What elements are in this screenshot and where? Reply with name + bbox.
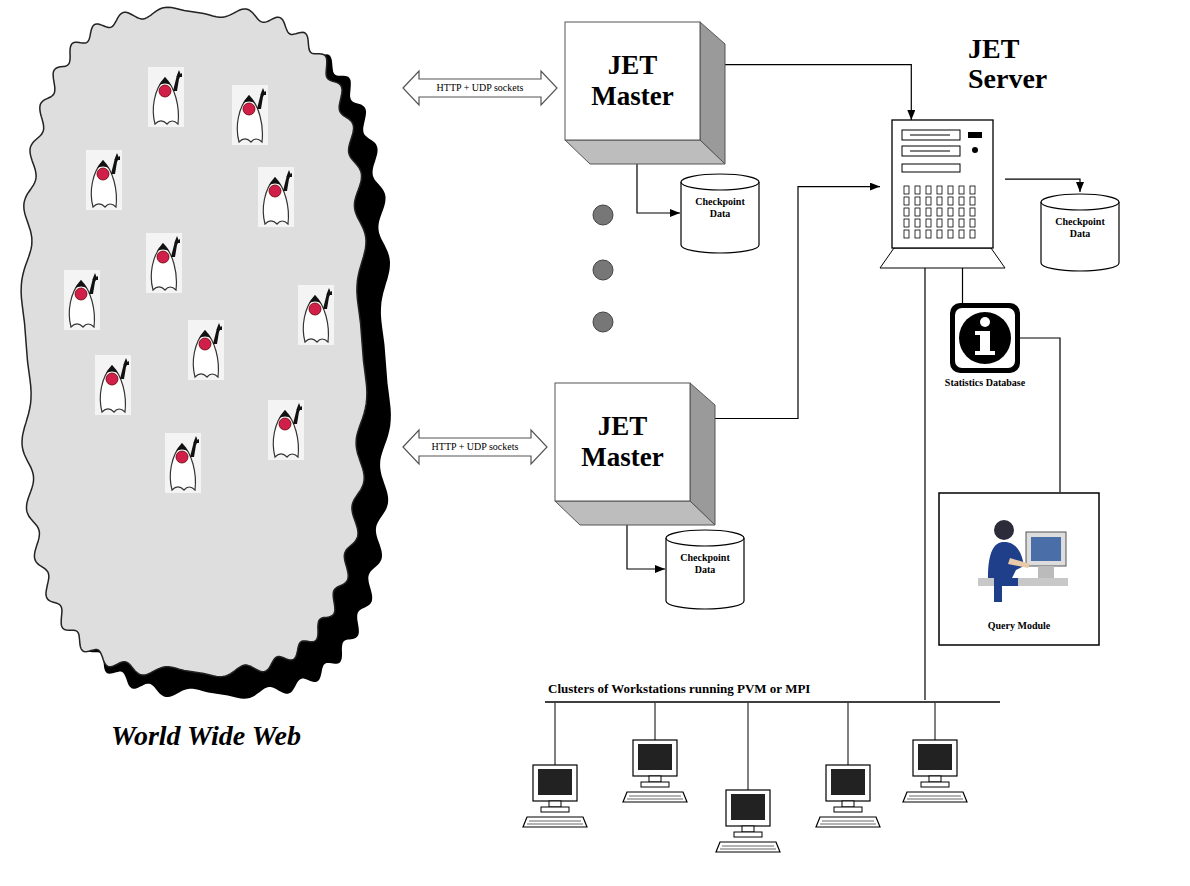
master-box: JET Master — [565, 22, 725, 164]
connector-line — [637, 164, 680, 213]
connector-line — [1020, 338, 1060, 492]
network-bus — [545, 700, 1000, 703]
java-mascot — [188, 320, 224, 380]
server-node: JET Server — [880, 120, 1005, 268]
java-mascot — [258, 167, 294, 227]
workstation-icon — [903, 740, 967, 802]
workstation-icon — [523, 765, 587, 827]
cloud-region: World Wide Web — [14, 0, 398, 718]
java-mascot — [64, 270, 100, 330]
workstation-cluster: Clusters of Workstations running PVM or … — [545, 700, 1000, 703]
java-mascot — [232, 85, 268, 145]
cloud-shape — [14, 0, 398, 718]
checkpoint-db: Checkpoint Data — [665, 528, 745, 610]
workstation-icon — [716, 790, 780, 852]
java-mascot — [95, 355, 131, 415]
node-label: Query Module — [938, 620, 1100, 632]
continuation-dot — [593, 312, 613, 332]
master-box: JET Master — [555, 383, 715, 525]
node-label: Checkpoint Data — [689, 196, 751, 220]
workstation-icon — [623, 740, 687, 802]
checkpoint-db: Checkpoint Data — [680, 172, 760, 254]
java-mascot — [268, 400, 304, 460]
statistics-db: Statistics Database — [950, 303, 1020, 373]
node-label: Checkpoint Data — [1049, 216, 1111, 240]
node-label: JET Master — [555, 383, 690, 501]
java-mascot — [146, 233, 182, 293]
node-label: Checkpoint Data — [674, 552, 736, 576]
edge-label: HTTP + UDP sockets — [432, 441, 519, 453]
java-mascot — [165, 433, 201, 493]
workstation-icon — [816, 765, 880, 827]
info-icon — [950, 303, 1020, 373]
connector-line — [924, 268, 925, 700]
java-mascot — [86, 150, 122, 210]
edge-label: HTTP + UDP sockets — [437, 82, 524, 94]
double-arrow — [403, 430, 547, 464]
connector-line — [962, 268, 963, 303]
node-label: Statistics Database — [925, 377, 1045, 389]
checkpoint-db: Checkpoint Data — [1040, 192, 1120, 272]
workstation-drops — [555, 703, 935, 790]
node-label: Clusters of Workstations running PVM or … — [548, 681, 810, 696]
node-label: JET Master — [565, 22, 700, 140]
connector-line — [627, 525, 665, 569]
connector-line — [725, 65, 911, 120]
node-label: JET Server — [968, 34, 1066, 94]
query-module: Query Module — [938, 492, 1100, 646]
java-mascot — [298, 285, 334, 345]
java-mascot — [148, 67, 184, 127]
server-tower — [880, 120, 1005, 268]
double-arrow — [403, 71, 557, 105]
continuation-dot — [593, 205, 613, 225]
continuation-dot — [593, 260, 613, 280]
connector-line — [1005, 179, 1080, 192]
node-label: World Wide Web — [14, 720, 398, 752]
